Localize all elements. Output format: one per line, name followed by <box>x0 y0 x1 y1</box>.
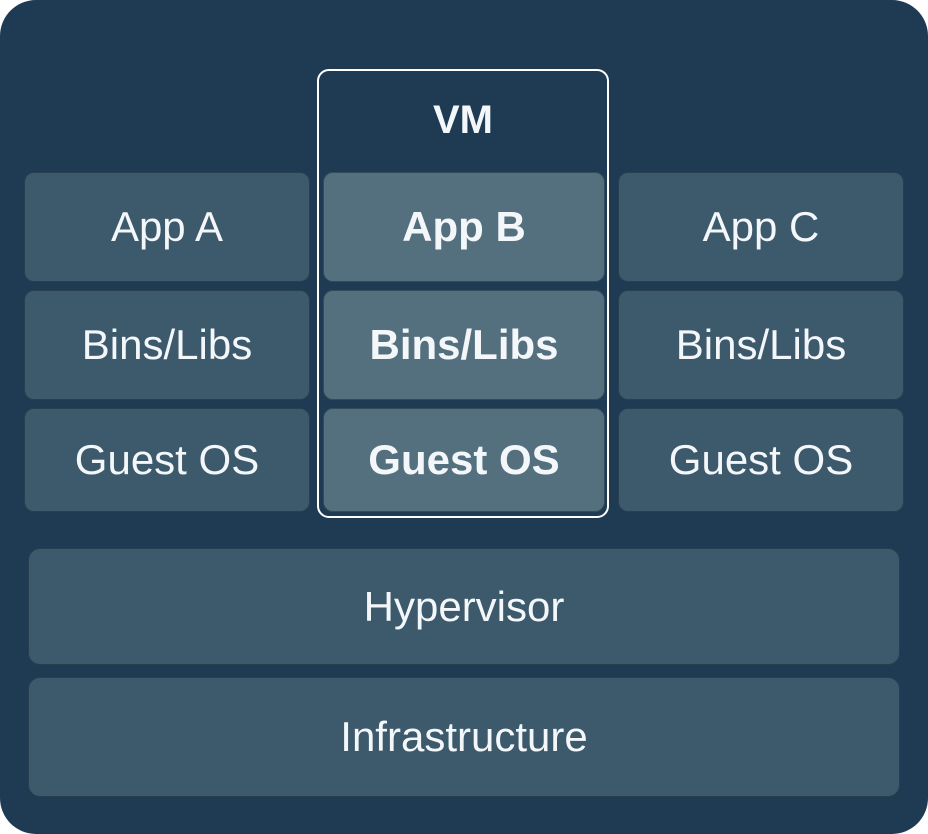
cell-app-b: App B <box>323 172 605 282</box>
cell-app-a: App A <box>24 172 310 282</box>
cell-bins-libs-b: Bins/Libs <box>323 290 605 400</box>
infrastructure-layer: Infrastructure <box>28 677 900 797</box>
cell-bins-libs-c: Bins/Libs <box>618 290 904 400</box>
cell-app-c: App C <box>618 172 904 282</box>
vm-group-outline <box>317 69 609 518</box>
cell-guest-os-c: Guest OS <box>618 408 904 512</box>
vm-group-label: VM <box>433 97 493 142</box>
cell-bins-libs-a: Bins/Libs <box>24 290 310 400</box>
hypervisor-layer: Hypervisor <box>28 548 900 665</box>
cell-guest-os-a: Guest OS <box>24 408 310 512</box>
cell-guest-os-b: Guest OS <box>323 408 605 512</box>
